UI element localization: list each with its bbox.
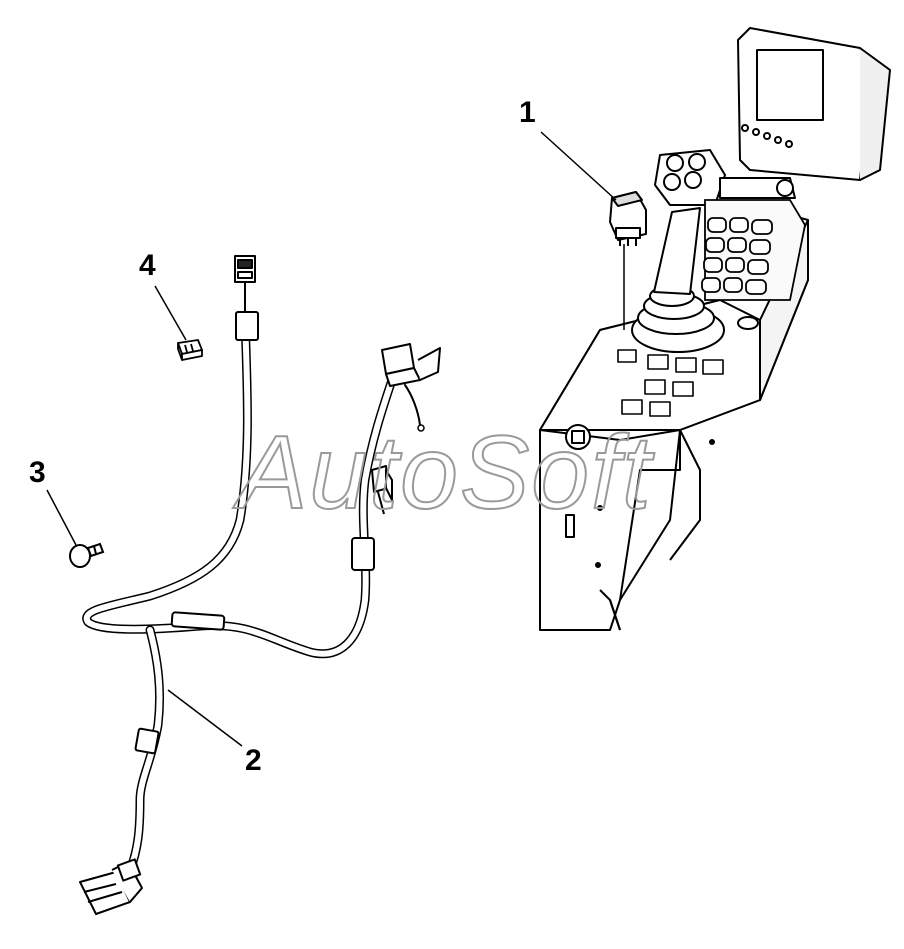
callout-4: 4 — [139, 249, 156, 282]
wiring-harness-part — [82, 311, 425, 875]
display-monitor — [719, 27, 891, 199]
callout-2: 2 — [245, 744, 262, 777]
rocker-switch-part — [609, 191, 647, 246]
callout-1: 1 — [519, 96, 536, 129]
joystick — [631, 149, 726, 353]
keypad — [701, 199, 806, 301]
leader-2 — [167, 689, 243, 747]
leader-3 — [46, 489, 77, 546]
leader-1 — [540, 131, 617, 201]
leader-lines — [46, 131, 625, 747]
leader-4 — [154, 285, 187, 341]
switch-cap-part — [177, 339, 203, 361]
push-clip-part — [69, 542, 105, 568]
watermark: AutoSoft — [232, 415, 655, 531]
callout-3: 3 — [29, 456, 46, 489]
harness-connectors — [79, 255, 441, 915]
